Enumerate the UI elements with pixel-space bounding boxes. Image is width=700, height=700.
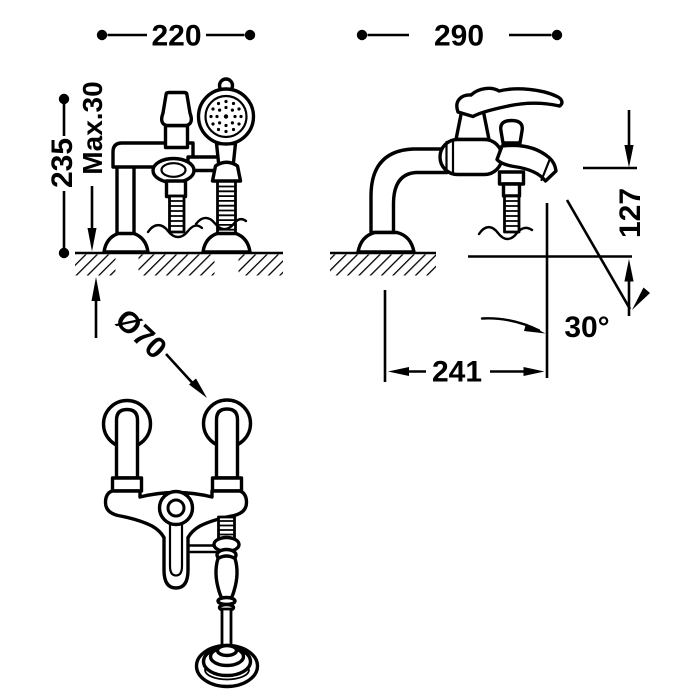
shower-spray-dots — [209, 99, 243, 134]
side-base-foot — [356, 230, 416, 254]
front-deck-surface — [75, 251, 283, 277]
spout-plan-inner-line — [168, 514, 184, 577]
left-pipe-plan — [114, 407, 140, 480]
dim-spout-angle: 30° — [480, 199, 650, 344]
dim-front-width-label: 220 — [151, 20, 201, 53]
break-line-squiggle — [477, 225, 534, 241]
front-view-drawing — [75, 77, 283, 277]
dim-spout-reach-label: 241 — [432, 356, 482, 389]
shower-handle-plan — [214, 554, 239, 604]
front-hand-shower — [194, 77, 256, 254]
dim-base-diameter: Ø70 — [109, 303, 207, 398]
break-line-squiggle — [194, 216, 248, 231]
right-pipe-plan — [214, 407, 240, 480]
side-view-drawing — [330, 86, 564, 276]
shower-bracket-plan — [186, 544, 218, 554]
dim-deck-thickness-label: Max.30 — [77, 81, 108, 174]
side-valve-body — [438, 86, 564, 177]
front-valve-column — [146, 90, 204, 239]
side-spout — [495, 143, 558, 183]
side-deck-surface — [330, 251, 436, 276]
diverter-knob — [499, 118, 524, 145]
side-threaded-rod — [477, 170, 534, 241]
yoke-body-plan — [103, 489, 249, 590]
hand-shower-plan — [194, 515, 260, 689]
lever-handle — [455, 86, 564, 119]
left-collar — [110, 476, 144, 493]
top-view-drawing — [101, 398, 260, 689]
front-threaded-rod — [168, 194, 186, 234]
dim-deck-thickness: Max.30 — [77, 81, 108, 338]
side-curved-riser — [369, 147, 449, 235]
dim-front-height-label: 235 — [46, 138, 79, 188]
shower-head-bell — [194, 643, 260, 689]
dim-front-height: 235 — [46, 93, 79, 259]
right-collar — [210, 476, 244, 493]
break-line-squiggle — [146, 223, 204, 239]
dim-side-depth: 290 — [356, 20, 563, 53]
dim-side-depth-label: 290 — [434, 20, 484, 53]
dim-spout-angle-label: 30° — [564, 311, 609, 344]
dim-spout-height-label: 127 — [614, 188, 647, 238]
dim-spout-height: 127 — [583, 110, 647, 316]
dim-base-diameter-label: Ø70 — [109, 303, 173, 366]
dim-spout-reach: 241 — [383, 203, 632, 389]
dim-front-width: 220 — [96, 20, 256, 53]
